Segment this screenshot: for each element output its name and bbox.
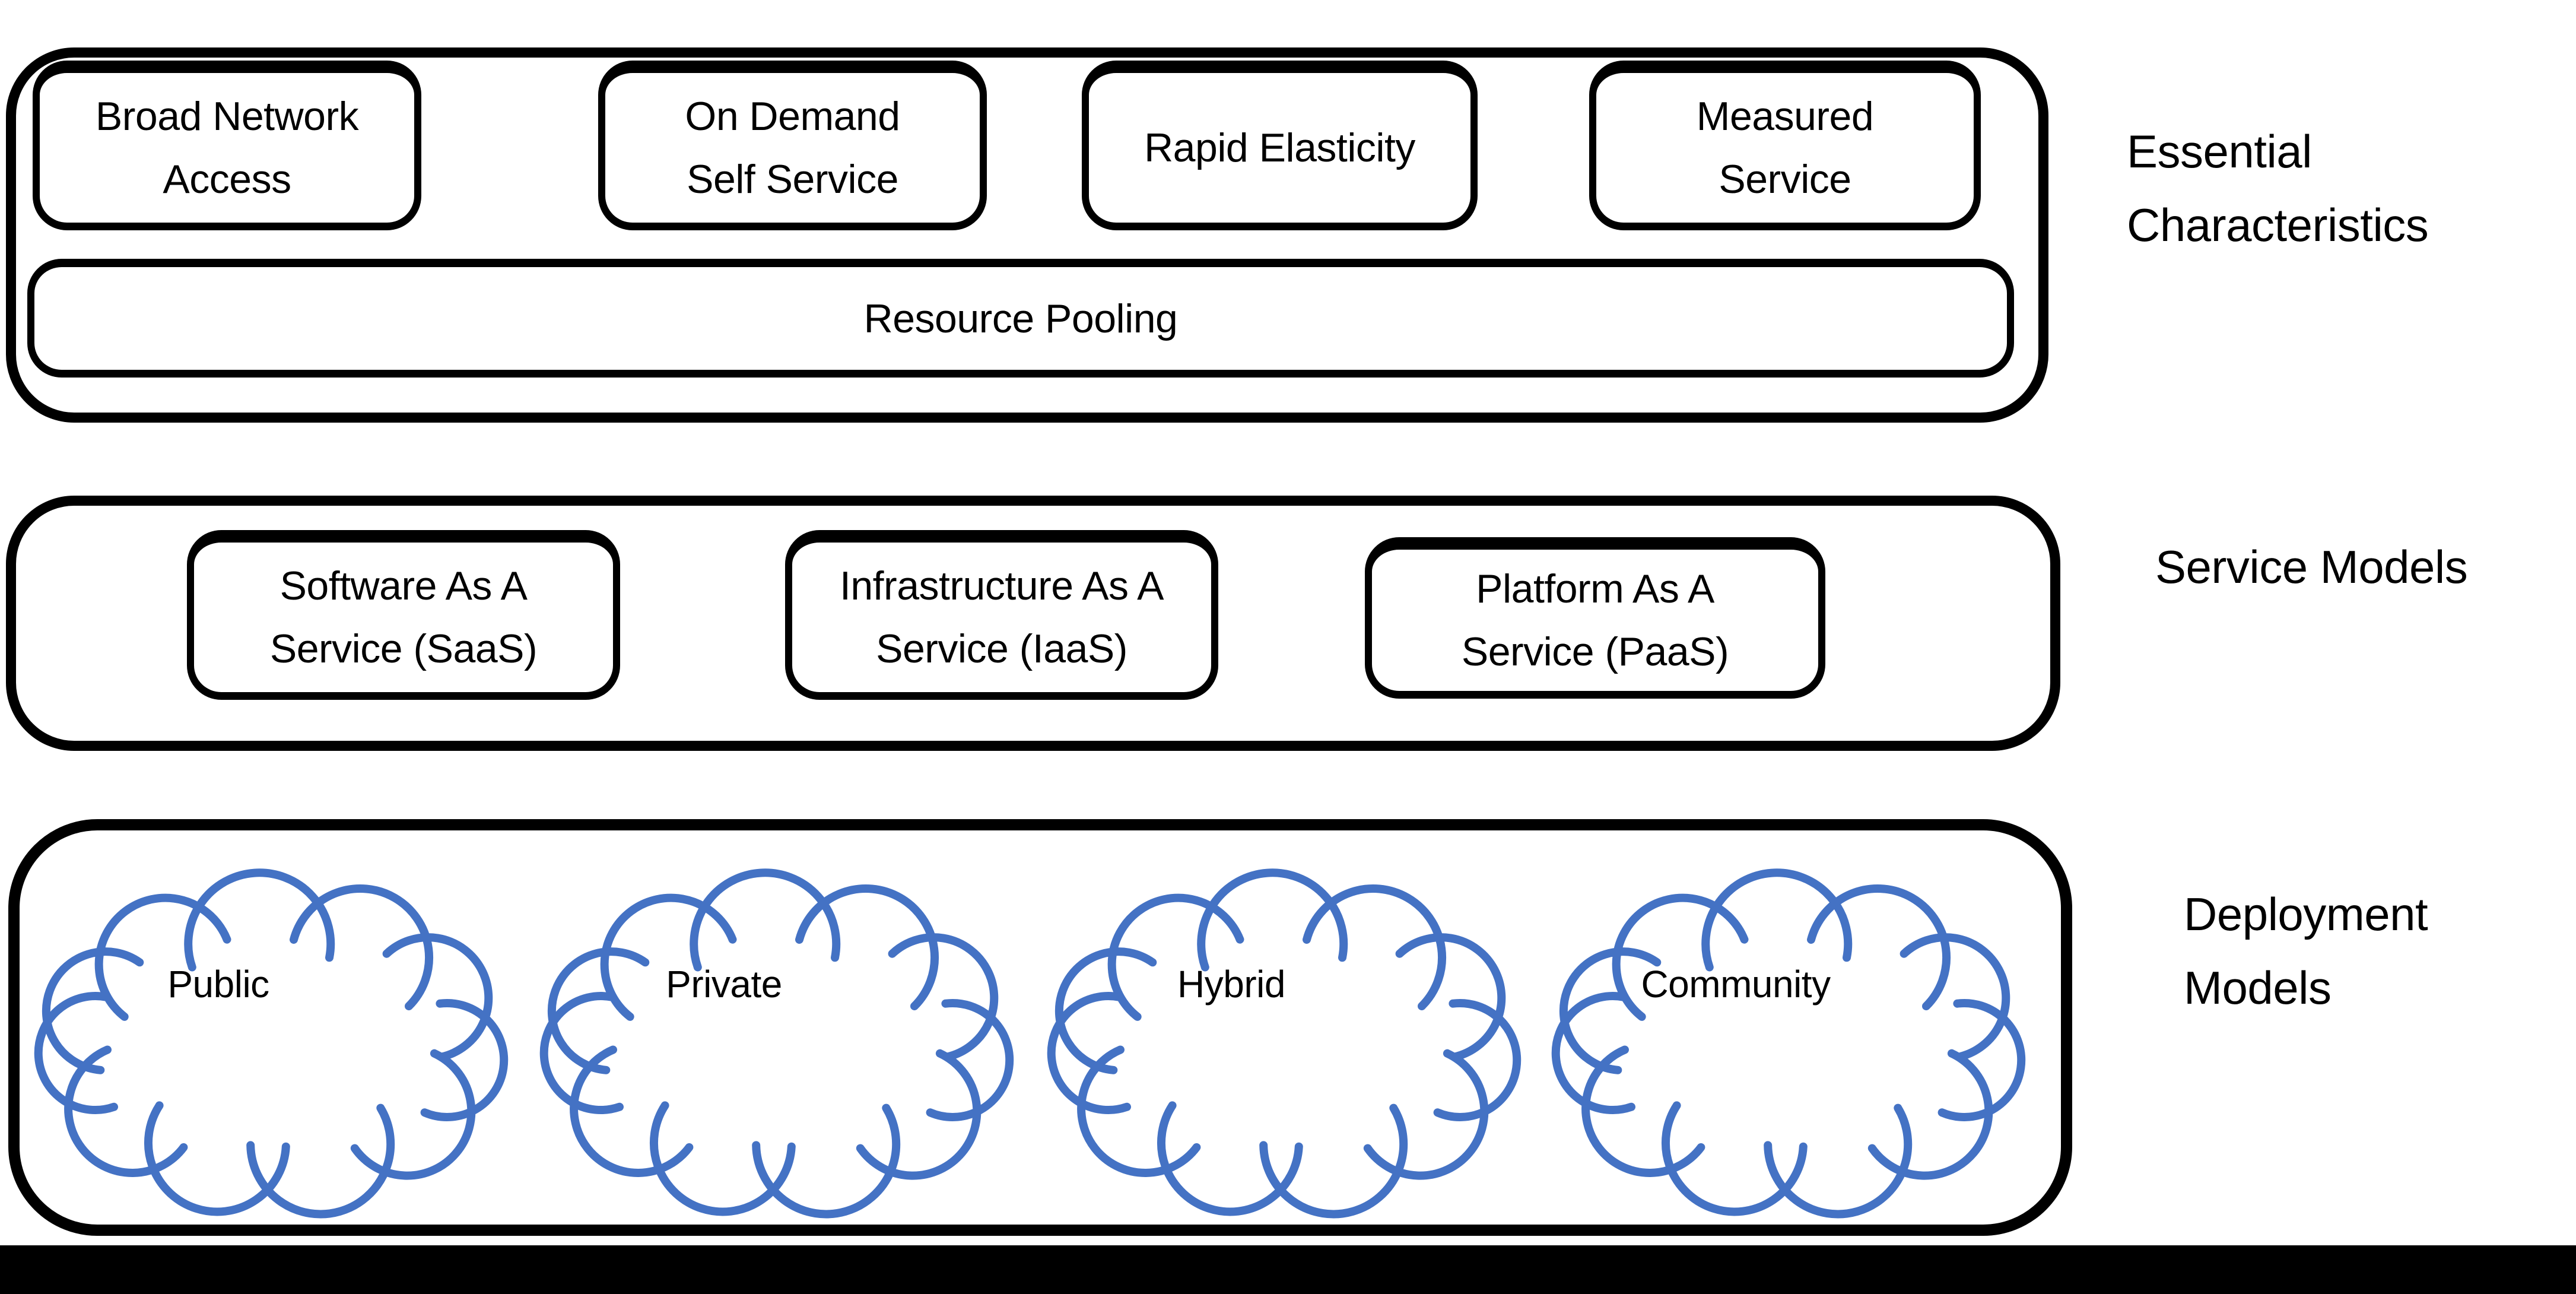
- bottom-black-bar: [0, 1245, 2576, 1294]
- box-resource-pooling: Resource Pooling: [27, 259, 2014, 378]
- box-label-line: Broad Network: [95, 94, 359, 139]
- label-line: Characteristics: [2127, 199, 2429, 251]
- box-saas: Software As A Service (SaaS): [187, 530, 620, 700]
- label-line: Essential: [2127, 125, 2313, 177]
- box-rapid-elasticity: Rapid Elasticity: [1082, 61, 1478, 230]
- cloud-hybrid: Hybrid: [1030, 868, 1540, 1224]
- box-label-line: Service (SaaS): [269, 626, 538, 671]
- label-line: Models: [2184, 962, 2332, 1014]
- deployment-models-label: Deployment Models: [2184, 877, 2428, 1025]
- box-paas: Platform As A Service (PaaS): [1365, 537, 1825, 699]
- box-label-line: Platform As A: [1476, 566, 1714, 611]
- box-iaas: Infrastructure As A Service (IaaS): [785, 530, 1218, 700]
- box-label-line: Service (PaaS): [1461, 629, 1729, 674]
- cloud-label: Public: [167, 963, 269, 1006]
- box-on-demand-self-service: On Demand Self Service: [598, 61, 987, 230]
- box-label-line: Access: [163, 157, 291, 202]
- essential-characteristics-label: Essential Characteristics: [2127, 115, 2429, 262]
- box-measured-service: Measured Service: [1589, 61, 1981, 230]
- box-label-line: Resource Pooling: [863, 296, 1178, 341]
- box-broad-network-access: Broad Network Access: [33, 61, 421, 230]
- cloud-icon: [1551, 868, 2026, 1219]
- box-label-line: Software As A: [279, 563, 528, 608]
- cloud-label: Hybrid: [1177, 963, 1285, 1006]
- service-models-label: Service Models: [2155, 530, 2468, 604]
- cloud-label: Community: [1641, 963, 1831, 1006]
- cloud-icon: [1047, 868, 1522, 1219]
- box-label-line: On Demand: [685, 94, 900, 139]
- box-label-line: Self Service: [687, 157, 898, 202]
- label-line: Deployment: [2184, 888, 2428, 940]
- box-label-line: Rapid Elasticity: [1144, 125, 1415, 170]
- box-label-line: Service: [1719, 157, 1851, 202]
- cloud-public: Public: [17, 868, 527, 1224]
- box-label-line: Infrastructure As A: [839, 563, 1164, 608]
- cloud-icon: [539, 868, 1014, 1219]
- box-label-line: Measured: [1696, 94, 1874, 139]
- cloud-icon: [34, 868, 509, 1219]
- cloud-community: Community: [1534, 868, 2044, 1224]
- cloud-label: Private: [666, 963, 782, 1006]
- label-line: Service Models: [2155, 541, 2468, 593]
- cloud-private: Private: [522, 868, 1033, 1224]
- box-label-line: Service (IaaS): [876, 626, 1127, 671]
